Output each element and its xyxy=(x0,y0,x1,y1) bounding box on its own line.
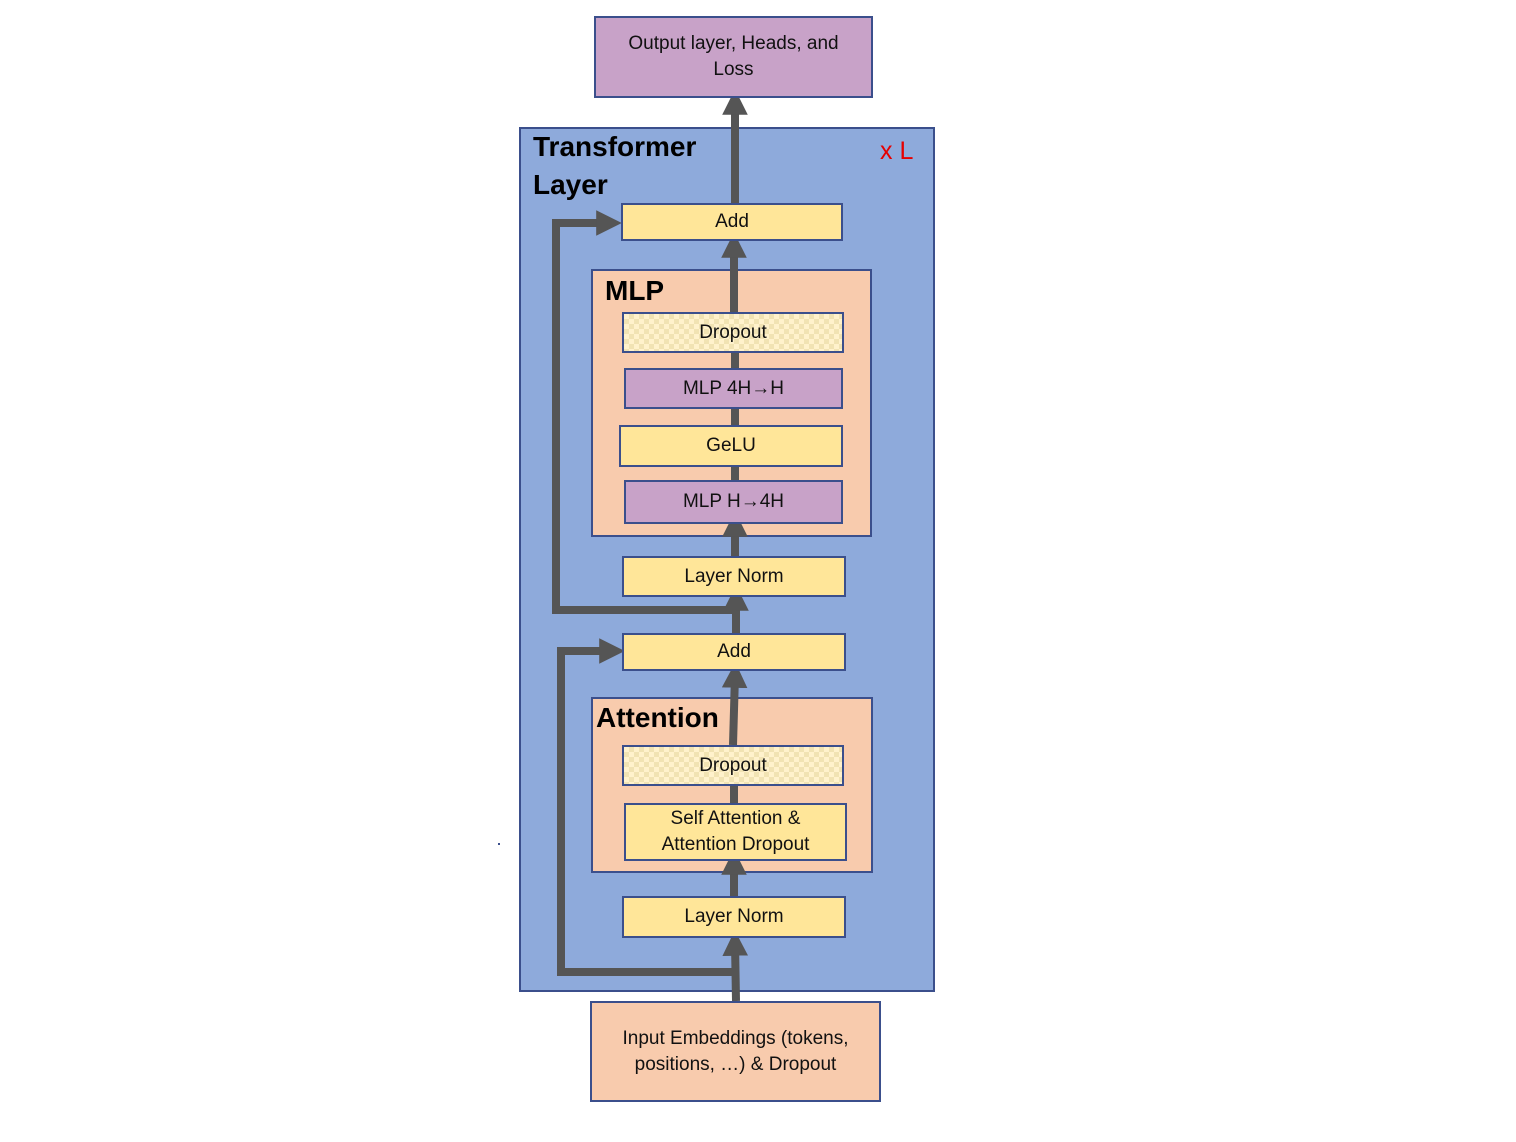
output-layer-label: Output layer, Heads, and Loss xyxy=(628,33,839,80)
attention-dropout-label: Dropout xyxy=(699,754,767,776)
stray-dot xyxy=(498,843,500,845)
layer-norm-top-label: Layer Norm xyxy=(684,565,784,587)
add-bottom-label: Add xyxy=(717,641,751,662)
mlp-h-to-4h-label: MLP H→4H xyxy=(682,491,784,512)
add-bottom-box: Add xyxy=(622,633,846,671)
self-attention-box: Self Attention & Attention Dropout xyxy=(624,803,847,861)
gelu-label: GeLU xyxy=(706,435,756,456)
output-layer-box: Output layer, Heads, and Loss xyxy=(594,16,873,98)
transformer-layer-title: Transformer Layer xyxy=(533,128,696,204)
layer-norm-bottom-box: Layer Norm xyxy=(622,896,846,938)
mlp-dropout-label: Dropout xyxy=(699,321,767,343)
mlp-h-to-4h-box: MLP H→4H xyxy=(624,480,843,524)
repeat-multiplier: x L xyxy=(880,137,914,165)
add-top-label: Add xyxy=(715,211,749,232)
layer-norm-top-box: Layer Norm xyxy=(622,556,846,597)
transformer-title-line2: Layer xyxy=(533,169,608,200)
transformer-title-line1: Transformer xyxy=(533,131,697,162)
mlp-4h-to-h-label: MLP 4H→H xyxy=(682,377,784,399)
residual-lower xyxy=(557,638,736,976)
self-attention-label: Self Attention & Attention Dropout xyxy=(661,808,810,855)
attention-dropout-box: Dropout xyxy=(622,745,844,786)
mlp-dropout-box: Dropout xyxy=(622,312,844,353)
mlp-title: MLP xyxy=(605,275,665,306)
arrow-dropout-to-add xyxy=(721,662,748,746)
input-embeddings-label: Input Embeddings (tokens, positions, …) … xyxy=(622,1027,849,1075)
input-embeddings-box: Input Embeddings (tokens, positions, …) … xyxy=(590,1001,881,1102)
mlp-4h-to-h-box: MLP 4H→H xyxy=(624,368,843,409)
residual-upper xyxy=(552,210,736,614)
gelu-box: GeLU xyxy=(619,425,843,467)
attention-title: Attention xyxy=(596,702,719,733)
add-top-box: Add xyxy=(621,203,843,241)
layer-norm-bottom-label: Layer Norm xyxy=(684,906,784,927)
